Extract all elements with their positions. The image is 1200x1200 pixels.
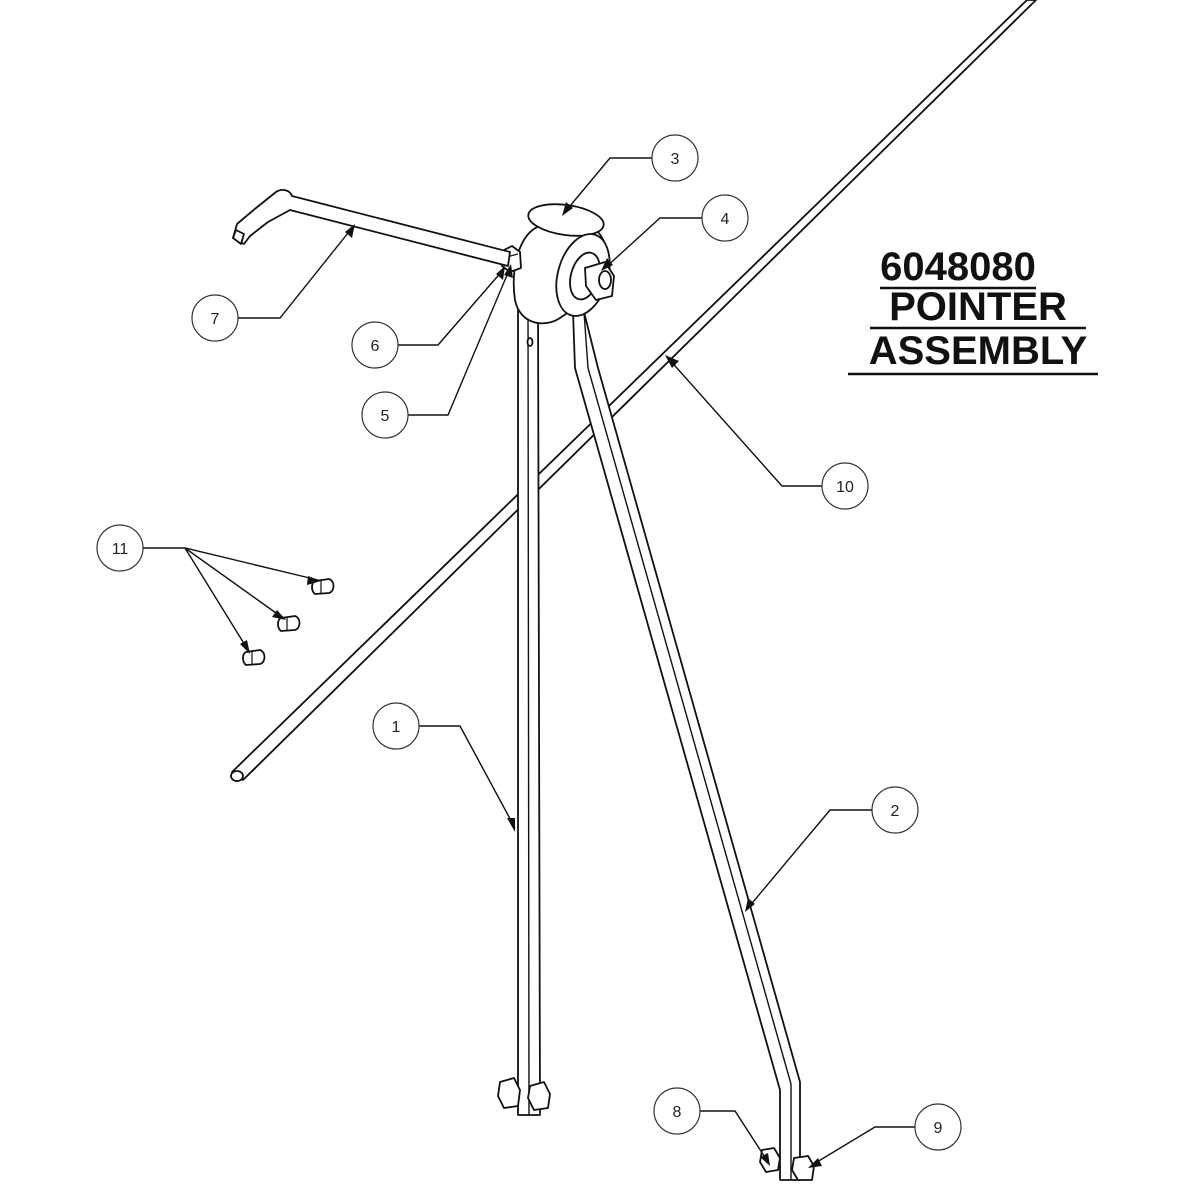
part-2-bar <box>572 307 801 1181</box>
title-part-number: 6048080 <box>880 245 1036 289</box>
callout-8: 8 <box>653 1087 701 1135</box>
callout-8-label: 8 <box>673 1104 682 1121</box>
callout-1-label: 1 <box>392 719 401 736</box>
callout-4-label: 4 <box>721 211 730 228</box>
title-line-2: ASSEMBLY <box>869 329 1088 373</box>
title-block: 6048080 POINTER ASSEMBLY <box>848 245 1098 376</box>
callout-6-label: 6 <box>371 338 380 355</box>
callout-7-label: 7 <box>211 311 220 328</box>
part-8-nut <box>759 1147 781 1173</box>
part-11-clips <box>242 578 335 666</box>
callout-1: 1 <box>372 702 420 750</box>
title-line-1: POINTER <box>889 285 1067 329</box>
part-1-bar <box>517 297 541 1116</box>
callout-2-label: 2 <box>891 803 900 820</box>
callout-11-label: 11 <box>112 541 129 558</box>
part-4-bolt <box>584 261 615 301</box>
part-9-nut <box>791 1155 815 1181</box>
callout-11: 11 <box>96 524 144 572</box>
callout-3-label: 3 <box>671 151 680 168</box>
callout-4: 4 <box>701 194 749 242</box>
callout-9-label: 9 <box>934 1120 943 1137</box>
part-7-pointer-rod <box>232 189 511 267</box>
callout-2: 2 <box>871 786 919 834</box>
callout-9: 9 <box>914 1103 962 1151</box>
callout-10-label: 10 <box>836 479 854 496</box>
callout-5-label: 5 <box>381 408 390 425</box>
part-3-wheel <box>512 203 611 325</box>
callout-5: 5 <box>361 391 409 439</box>
callout-3: 3 <box>651 134 699 182</box>
leader-lines <box>142 157 915 1168</box>
callout-10: 10 <box>821 462 869 510</box>
part-1-bottom-bolts <box>497 1077 551 1111</box>
callout-7: 7 <box>191 294 239 342</box>
part-10-rod <box>230 0 1037 782</box>
callout-6: 6 <box>351 321 399 369</box>
